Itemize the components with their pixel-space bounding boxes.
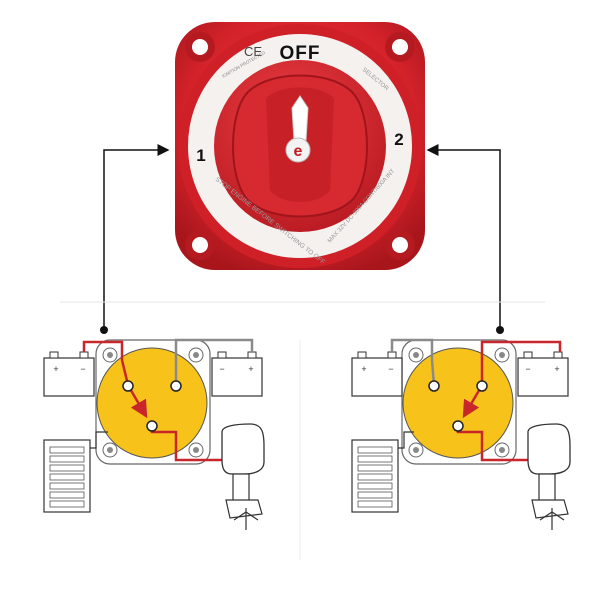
mini-mount [408,347,424,363]
svg-text:−: − [525,364,530,374]
connector-left [100,144,170,334]
ce-mark: CE [244,44,262,59]
mini-switch-body [401,339,517,465]
position-2-label: 2 [394,130,403,149]
mounting-hole [385,32,415,62]
terminal-2 [170,380,182,392]
svg-text:+: + [248,364,253,374]
mini-mount [102,347,118,363]
wire-red [82,340,130,386]
mounting-hole [185,230,215,260]
connector-right [426,144,504,334]
mounting-hole [185,32,215,62]
brand-letter: e [294,143,303,160]
position-1-label: 1 [196,146,205,165]
battery-right: − + [517,351,569,397]
battery-switch: e OFF 1 2 CE IGNITION PROTECTED SELECTOR… [175,22,425,270]
mounting-hole [385,230,415,260]
fuse-panel [351,439,399,513]
terminal-1 [428,380,440,392]
wire-dark [398,431,414,449]
battery-right: − + [211,351,263,397]
dial-yellow [402,347,514,459]
selector-arrow [127,386,148,419]
battery-left: + − [43,351,95,397]
outboard-motor-icon [527,423,571,530]
battery-left: + − [351,351,403,397]
mini-mount [188,442,204,458]
svg-text:+: + [53,364,58,374]
fuse-panel [43,439,91,513]
svg-text:−: − [219,364,224,374]
svg-text:+: + [361,364,366,374]
terminal-2 [476,380,488,392]
wire-dark [90,431,108,449]
wire-red [480,340,562,385]
wire-gray [390,338,436,386]
mini-mount [188,347,204,363]
terminal-common [452,420,464,432]
svg-text:+: + [554,364,559,374]
mini-switch-body [95,339,211,465]
terminal-1 [122,380,134,392]
svg-text:−: − [80,364,85,374]
off-label: OFF [280,43,321,64]
brand-logo-icon [285,137,311,163]
diagram-position-1: + − − + [43,338,265,530]
outboard-motor-icon [221,423,265,530]
diagram-position-2: + − − + [351,338,571,530]
switch-pointer [291,95,309,141]
mini-mount [494,442,510,458]
mini-mount [494,347,510,363]
terminal-common [146,420,158,432]
mini-mount [102,442,118,458]
selector-arrow [462,386,483,419]
mini-mount [408,442,424,458]
wire-gray [174,338,254,385]
dial-yellow [96,347,208,459]
svg-text:−: − [388,364,393,374]
